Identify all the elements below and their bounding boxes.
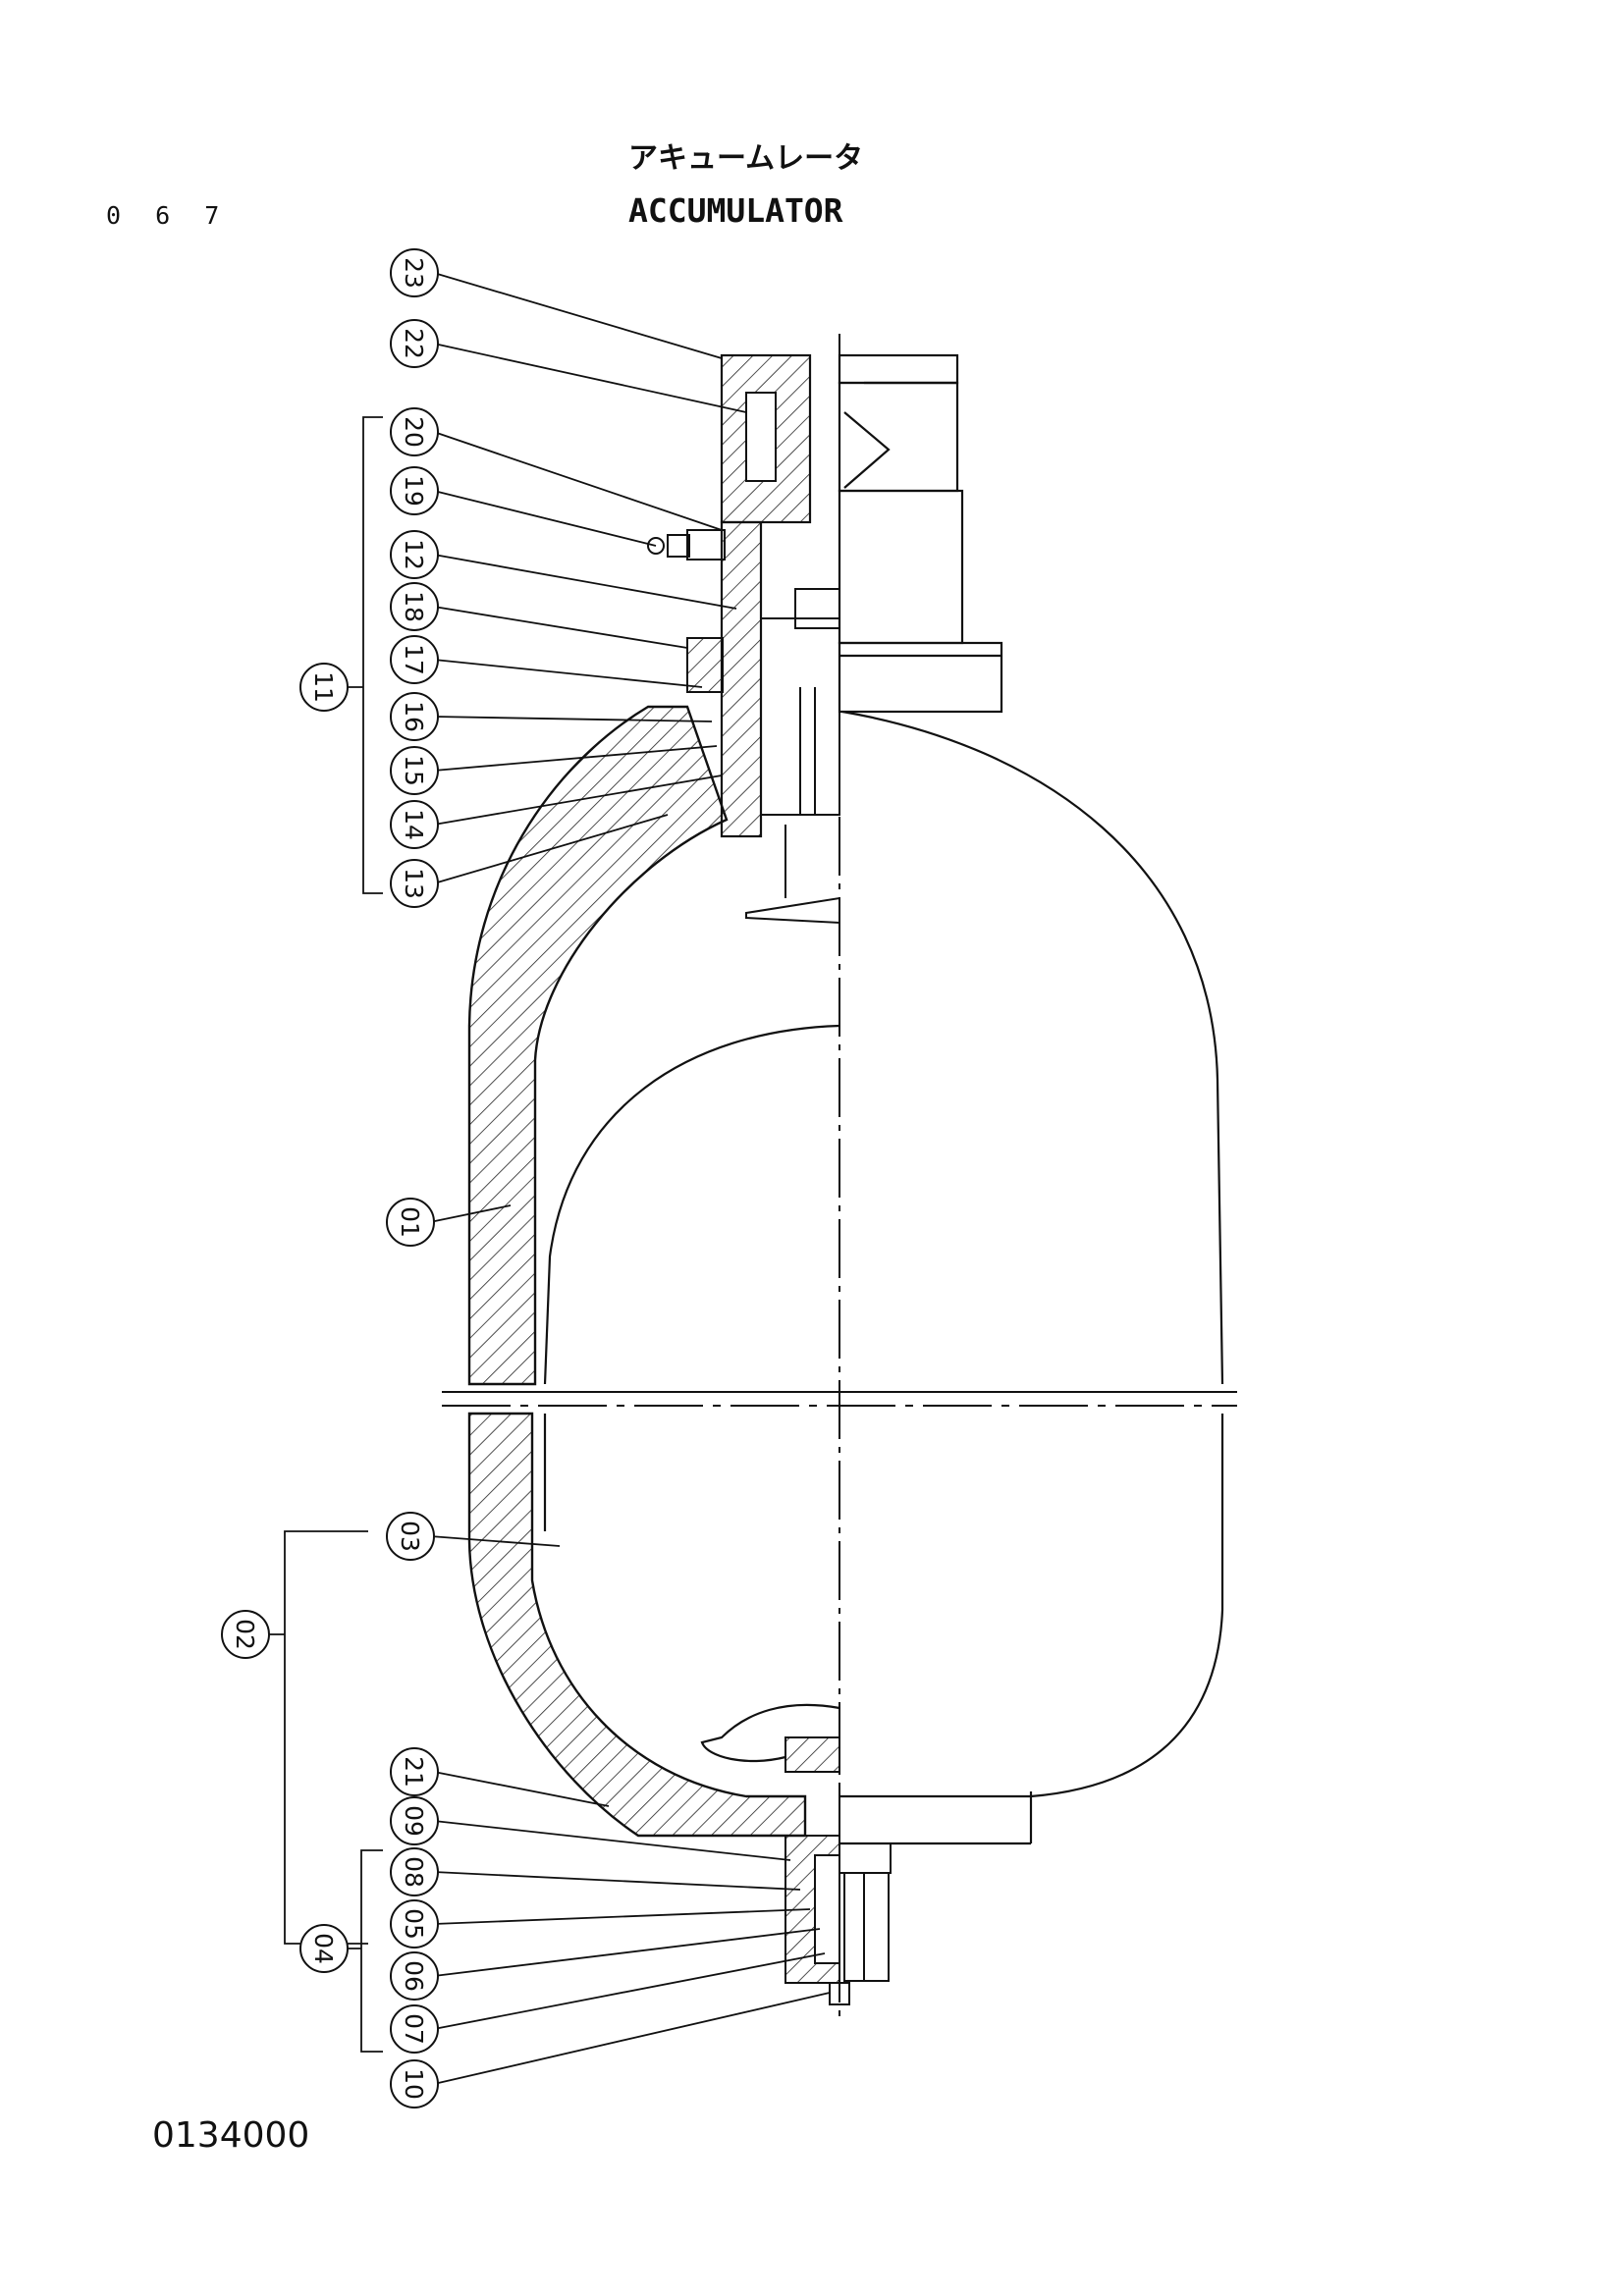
callout-02: 02 <box>221 1610 270 1659</box>
callout-label: 03 <box>396 1521 424 1552</box>
callout-13: 13 <box>390 859 439 908</box>
callout-label: 20 <box>400 416 428 448</box>
callout-label: 12 <box>400 539 428 570</box>
gas-valve-body-right <box>838 353 1003 714</box>
callout-12: 12 <box>390 530 439 579</box>
callout-14: 14 <box>390 800 439 849</box>
callout-label: 17 <box>400 644 428 675</box>
leader-lines <box>265 272 831 2085</box>
callout-19: 19 <box>390 466 439 515</box>
oil-port-section <box>784 1736 892 2005</box>
gas-valve-section <box>647 353 840 925</box>
centerlines <box>442 334 1237 2022</box>
bladder <box>543 1024 840 1763</box>
callout-label: 09 <box>400 1805 428 1837</box>
callout-03: 03 <box>386 1512 435 1561</box>
callout-label: 01 <box>396 1206 424 1238</box>
callout-label: 06 <box>400 1960 428 1992</box>
callout-04: 04 <box>299 1924 349 1973</box>
callout-label: 11 <box>309 671 338 703</box>
callout-22: 22 <box>390 319 439 368</box>
callout-label: 15 <box>400 755 428 786</box>
callout-23: 23 <box>390 248 439 297</box>
callout-21: 21 <box>390 1747 439 1796</box>
callout-11: 11 <box>299 663 349 712</box>
callout-05: 05 <box>390 1899 439 1949</box>
callout-label: 19 <box>400 475 428 507</box>
drawing-code: 0134000 <box>152 2115 310 2156</box>
callout-label: 21 <box>400 1756 428 1788</box>
callout-18: 18 <box>390 582 439 631</box>
callout-09: 09 <box>390 1796 439 1845</box>
callout-label: 13 <box>400 868 428 899</box>
callout-label: 23 <box>400 257 428 289</box>
callout-label: 08 <box>400 1856 428 1888</box>
callout-01: 01 <box>386 1198 435 1247</box>
callout-label: 05 <box>400 1908 428 1940</box>
callout-08: 08 <box>390 1847 439 1896</box>
callout-20: 20 <box>390 407 439 456</box>
page-number: 0 6 7 <box>106 201 230 230</box>
callout-label: 18 <box>400 591 428 622</box>
callout-16: 16 <box>390 692 439 741</box>
callout-06: 06 <box>390 1951 439 2001</box>
title-japanese: アキュームレータ <box>628 141 864 176</box>
callout-10: 10 <box>390 2059 439 2109</box>
callout-label: 04 <box>309 1933 338 1964</box>
callout-17: 17 <box>390 635 439 684</box>
title-english: ACCUMULATOR <box>628 191 843 230</box>
callout-07: 07 <box>390 2004 439 2054</box>
callout-label: 07 <box>400 2013 428 2045</box>
callout-label: 16 <box>400 701 428 732</box>
shell-wall-section <box>467 705 807 1838</box>
callout-label: 22 <box>400 328 428 359</box>
callout-label: 14 <box>400 809 428 840</box>
callout-15: 15 <box>390 746 439 795</box>
shell-outer-view <box>839 710 1224 1845</box>
callout-label: 02 <box>231 1619 259 1650</box>
callout-balloons: 23 22 20 19 12 18 17 16 15 14 13 11 01 03 02 21 09 08 05 06… <box>221 248 439 2109</box>
callout-label: 10 <box>400 2068 428 2100</box>
